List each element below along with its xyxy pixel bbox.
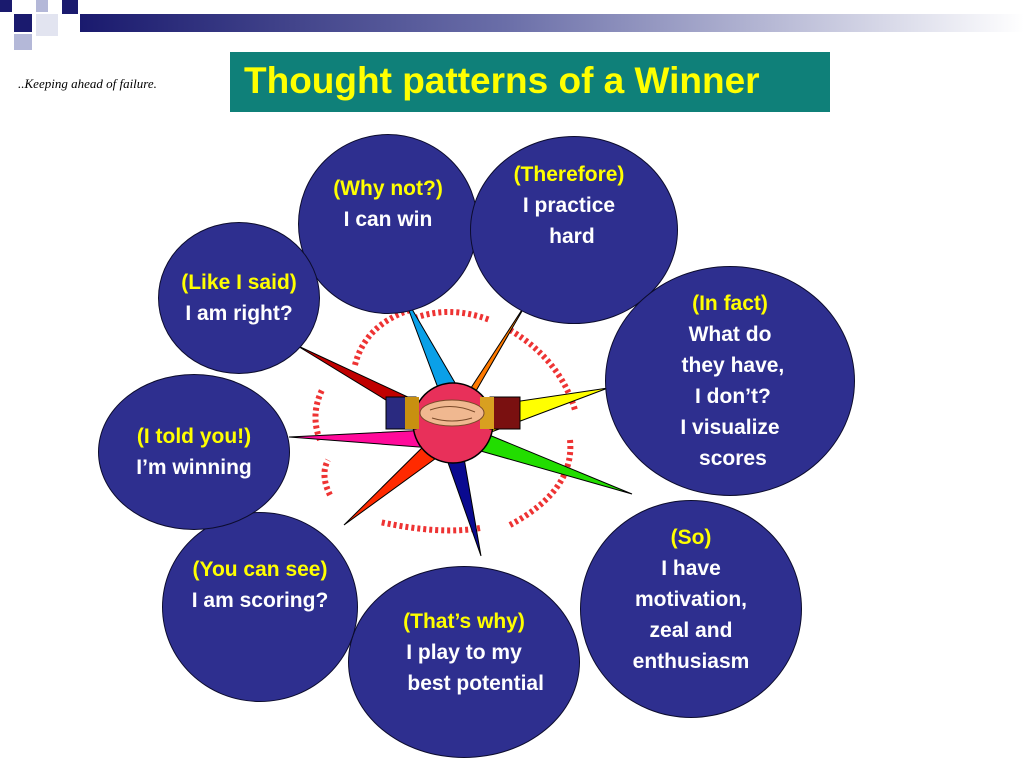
page-title: Thought patterns of a Winner: [244, 60, 760, 101]
bubble-cue: (Therefore): [513, 162, 625, 186]
corner-squares: [0, 0, 80, 60]
bubble-body: What do they have, I don’t? I visualize …: [680, 323, 785, 470]
thought-bubble-i-told-you: (I told you!) I’m winning: [98, 374, 290, 530]
bubble-cue: (That’s why): [403, 609, 525, 633]
bubble-body: I can win: [343, 208, 433, 231]
thought-bubble-thats-why: (That’s why) I play to my best potential: [348, 566, 580, 758]
thought-bubble-so: (So) I have motivation, zeal and enthusi…: [580, 500, 802, 718]
bubble-body: I am scoring?: [191, 589, 329, 612]
bubble-cue: (In fact): [692, 292, 768, 315]
bubble-cue: (I told you!): [136, 425, 252, 448]
header-gradient-bar: [0, 0, 1024, 50]
circular-arrows-icon: [312, 307, 578, 534]
tagline: ..Keeping ahead of failure.: [18, 76, 157, 91]
bubble-body: I play to my best potential: [406, 640, 544, 695]
thought-bubble-why-not: (Why not?) I can win: [298, 134, 478, 314]
handshake-icon: [385, 396, 521, 430]
star-ray-pink: [288, 429, 433, 449]
thought-bubble-in-fact: (In fact) What do they have, I don’t? I …: [605, 266, 855, 496]
thought-bubble-like-i-said: (Like I said) I am right?: [158, 222, 320, 374]
bubble-body: I’m winning: [136, 456, 252, 479]
bubble-cue: (So): [670, 525, 712, 549]
bubble-cue: (Why not?): [333, 177, 443, 200]
bubble-body: I have motivation, zeal and enthusiasm: [632, 556, 750, 673]
title-banner: Thought patterns of a Winner: [230, 52, 830, 112]
bubble-cue: (You can see): [192, 558, 328, 581]
bubble-body: I am right?: [185, 302, 293, 325]
thought-bubble-you-can-see: (You can see) I am scoring?: [162, 512, 358, 702]
bubble-body: I practice hard: [522, 193, 616, 248]
bubble-cue: (Like I said): [181, 271, 297, 294]
thought-bubble-therefore: (Therefore) I practice hard: [470, 136, 678, 324]
